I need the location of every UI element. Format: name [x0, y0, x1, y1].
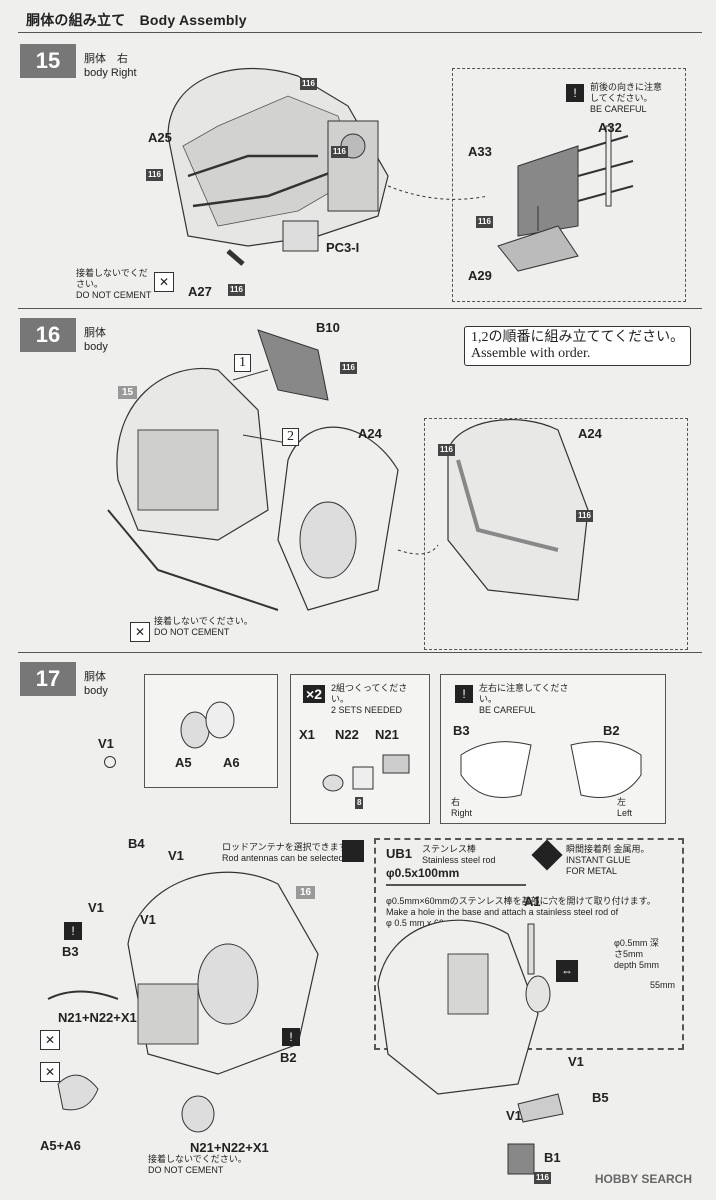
parts-badge: 116: [534, 1172, 551, 1184]
detail-box: [452, 68, 686, 302]
part-label: A27: [188, 284, 212, 299]
part-label: A33: [468, 144, 492, 159]
part-label: A5: [175, 755, 192, 770]
part-label: B10: [316, 320, 340, 335]
part-label: N21+N22+X1: [58, 1010, 137, 1025]
detail-box: [424, 418, 688, 650]
divider: [18, 32, 702, 33]
divider: [18, 652, 702, 653]
part-label: A25: [148, 130, 172, 145]
part-label: PC3-I: [326, 240, 360, 255]
part-label: A24: [578, 426, 602, 441]
part-label: V1: [98, 736, 114, 751]
part-label: N21: [375, 727, 399, 742]
step-17: 17 胴体 body A5 A6 V1 ×2 2組つくってください。 2 SET…: [18, 654, 702, 1190]
watermark-logo: HOBBY SEARCH: [594, 1172, 692, 1186]
step-16: 16 胴体 body 1,2の順番に組み立ててください。 Assemble wi…: [18, 310, 702, 650]
no-cement-icon: ✕: [40, 1062, 60, 1082]
careful-icon: !: [455, 685, 473, 703]
part-label: A29: [468, 268, 492, 283]
rod-line: [386, 884, 526, 886]
careful-icon: !: [566, 84, 584, 102]
parts-badge: 116: [228, 284, 245, 296]
part-label: A6: [223, 755, 240, 770]
x2-icon: ×2: [303, 685, 325, 703]
sub-box-b3-b2: ! 左右に注意してください。 BE CAREFUL B3 B2 右 Right …: [440, 674, 666, 824]
parts-badge: 116: [146, 169, 163, 181]
order-note: 1,2の順番に組み立ててください。 Assemble with order.: [464, 326, 692, 366]
instruction-page: 胴体の組み立て Body Assembly 15 胴体 右 body Right…: [18, 8, 702, 1192]
part-label: A24: [358, 426, 382, 441]
parts-badge: 116: [300, 78, 317, 90]
careful-icon: !: [64, 922, 82, 940]
part-label: V1: [506, 1108, 522, 1123]
order-mark: 1: [234, 354, 251, 372]
no-cement-note: 接着しないでください。 DO NOT CEMENT: [148, 1154, 247, 1175]
step-number: 16: [20, 318, 76, 352]
part-label: V1: [140, 912, 156, 927]
parts-badge: 116: [576, 510, 593, 522]
part-label: A1: [524, 894, 541, 909]
parts-badge: 116: [438, 444, 455, 456]
v1-part-icon: [104, 756, 116, 768]
step-ref: 15: [118, 386, 138, 399]
parts-badge: 116: [331, 146, 348, 158]
no-cement-icon: ✕: [40, 1030, 60, 1050]
part-label: B3: [453, 723, 470, 738]
step-label: 胴体 body: [84, 327, 108, 353]
no-cement-note: 接着しないでください。 DO NOT CEMENT: [76, 268, 152, 300]
step-number: 15: [20, 44, 76, 78]
careful-icon: !: [282, 1028, 300, 1046]
sub-box-n21-n22-x1: ×2 2組つくってください。 2 SETS NEEDED X1 N22 N21 …: [290, 674, 430, 824]
no-cement-icon: ✕: [154, 272, 174, 292]
part-label: A5+A6: [40, 1138, 81, 1153]
part-label: N21+N22+X1: [190, 1140, 269, 1155]
antenna-note: ロッドアンテナを選択できます。 Rod antennas can be sele…: [222, 842, 356, 863]
part-label: B2: [280, 1050, 297, 1065]
checker-icon: [342, 840, 364, 862]
step-ref: 16: [296, 886, 316, 899]
careful-note: 前後の向きに注意してください。 BE CAREFUL: [590, 82, 663, 114]
parts-badge: 116: [340, 362, 357, 374]
swap-icon: ⇔: [556, 960, 578, 982]
part-label: A32: [598, 120, 622, 135]
step-15-drawing: [167, 67, 634, 272]
no-cement-note: 接着しないでください。 DO NOT CEMENT: [154, 616, 253, 637]
step-17-drawing: [47, 871, 564, 1175]
part-label: N22: [335, 727, 359, 742]
part-label: B1: [544, 1150, 561, 1165]
step-16-drawing: [107, 329, 589, 611]
divider: [18, 308, 702, 309]
part-label: B4: [128, 836, 145, 851]
part-label: V1: [168, 848, 184, 863]
part-label: B2: [603, 723, 620, 738]
page-title: 胴体の組み立て Body Assembly: [26, 12, 247, 28]
step-number: 17: [20, 662, 76, 696]
part-label: B3: [62, 944, 79, 959]
order-mark: 2: [282, 428, 299, 446]
part-label: B5: [592, 1090, 609, 1105]
parts-badge: 8: [355, 797, 364, 809]
part-label: V1: [88, 900, 104, 915]
step-15: 15 胴体 右 body Right 116 116 116 116 116 A…: [18, 36, 702, 306]
sub-box-a5-a6: A5 A6: [144, 674, 278, 788]
part-label: X1: [299, 727, 315, 742]
step-label: 胴体 body: [84, 671, 108, 697]
no-cement-icon: ✕: [130, 622, 150, 642]
rod-box: UB1 ステンレス棒 Stainless steel rod φ0.5x100m…: [374, 838, 684, 1050]
parts-badge: 116: [476, 216, 493, 228]
step-label: 胴体 右 body Right: [84, 53, 137, 79]
part-label: V1: [568, 1054, 584, 1069]
